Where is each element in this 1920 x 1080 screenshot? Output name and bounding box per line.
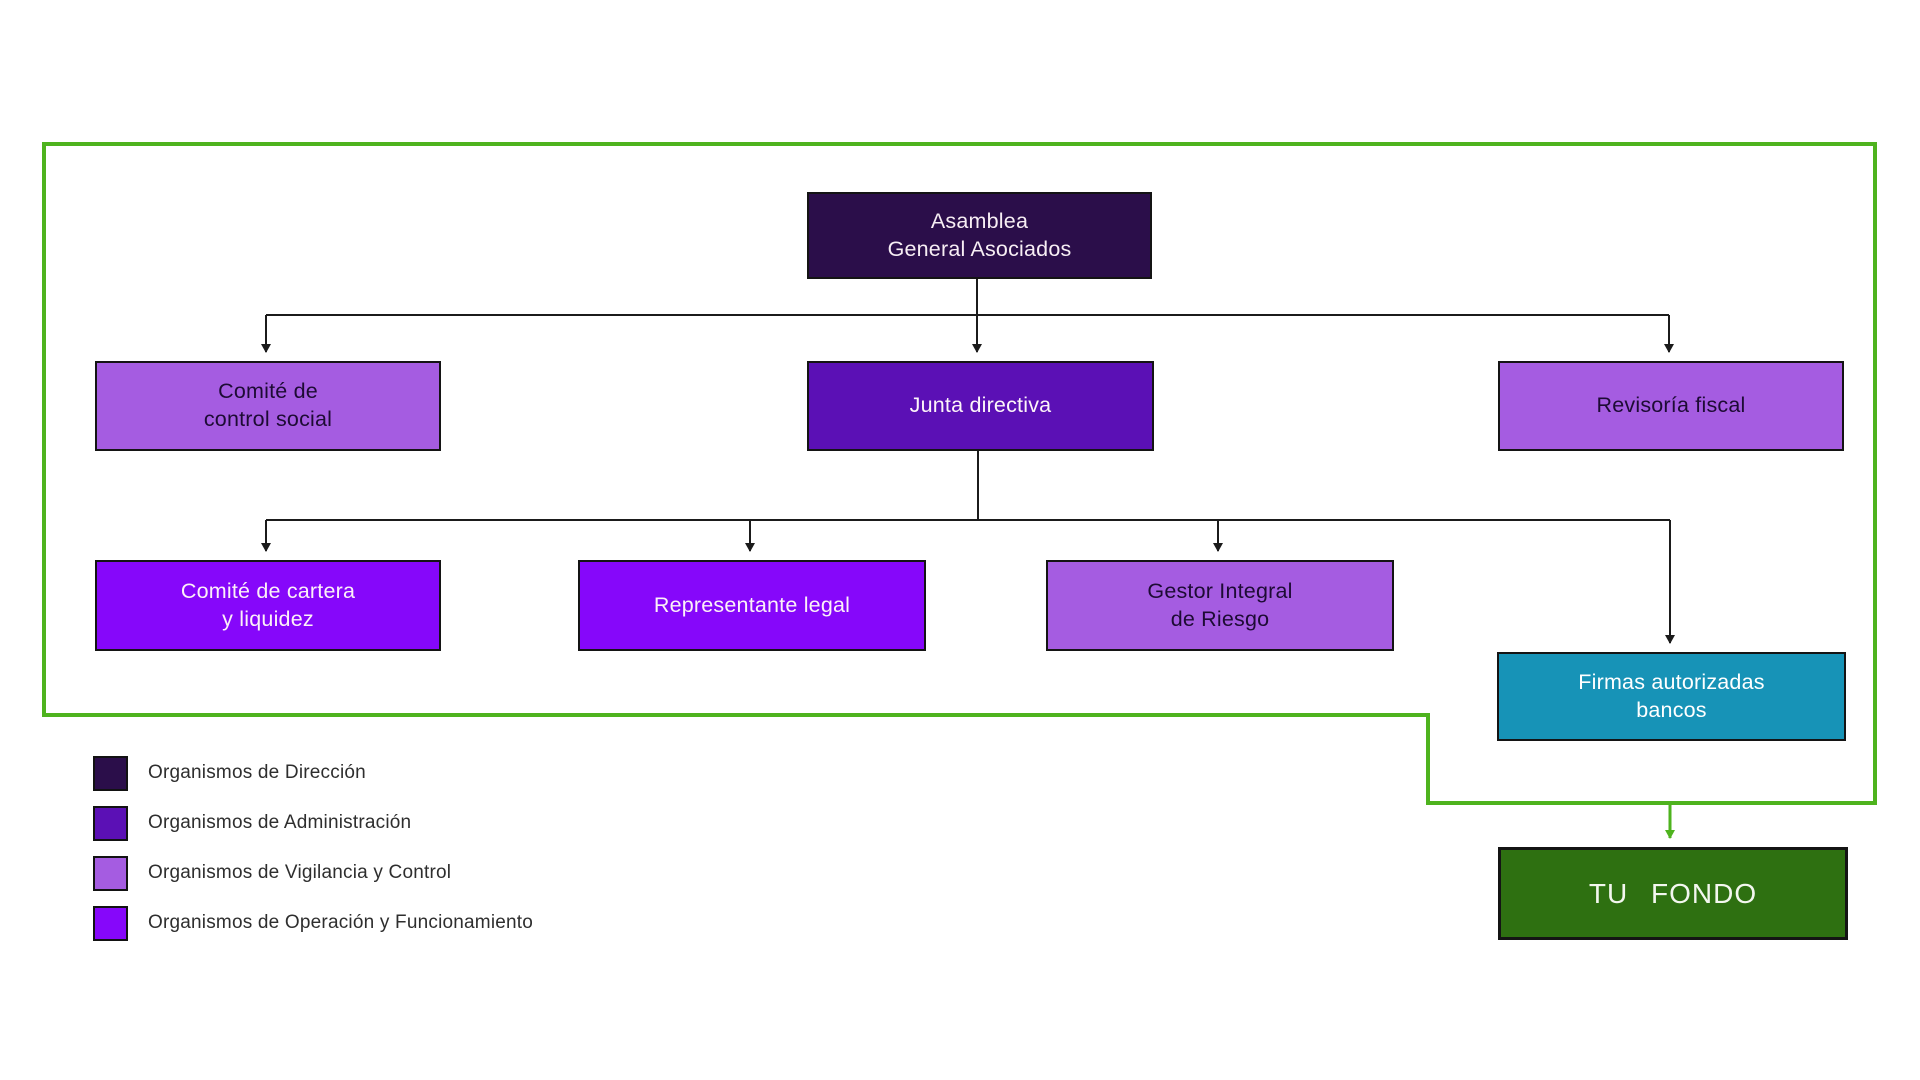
node-comite-de-control-social: Comité de control social bbox=[95, 361, 441, 451]
legend-label-vigilancia: Organismos de Vigilancia y Control bbox=[148, 862, 452, 883]
container-border bbox=[42, 142, 1877, 805]
node-asamblea-general-asociados: Asamblea General Asociados bbox=[807, 192, 1152, 279]
node-revisoria-fiscal: Revisoría fiscal bbox=[1498, 361, 1844, 451]
legend-swatch-direccion bbox=[93, 755, 128, 791]
node-gestor-integral-de-riesgo: Gestor Integral de Riesgo bbox=[1046, 560, 1394, 651]
node-firmas-autorizadas-bancos: Firmas autorizadas bancos bbox=[1497, 652, 1846, 741]
legend-item-operacion: Organismos de Operación y Funcionamiento bbox=[93, 905, 534, 941]
legend-item-direccion: Organismos de Dirección bbox=[93, 755, 366, 791]
legend-swatch-vigilancia bbox=[93, 855, 128, 891]
node-comite-de-cartera-y-liquidez: Comité de cartera y liquidez bbox=[95, 560, 441, 651]
node-representante-legal: Representante legal bbox=[578, 560, 926, 651]
legend-label-administracion: Organismos de Administración bbox=[148, 812, 412, 833]
legend-label-direccion: Organismos de Dirección bbox=[148, 762, 366, 783]
legend-label-operacion: Organismos de Operación y Funcionamiento bbox=[148, 912, 534, 933]
legend-swatch-administracion bbox=[93, 805, 128, 841]
legend-swatch-operacion bbox=[93, 905, 128, 941]
legend-item-administracion: Organismos de Administración bbox=[93, 805, 412, 841]
node-junta-directiva: Junta directiva bbox=[807, 361, 1154, 451]
legend-item-vigilancia: Organismos de Vigilancia y Control bbox=[93, 855, 452, 891]
node-tu-fondo: TU FONDO bbox=[1498, 847, 1848, 940]
